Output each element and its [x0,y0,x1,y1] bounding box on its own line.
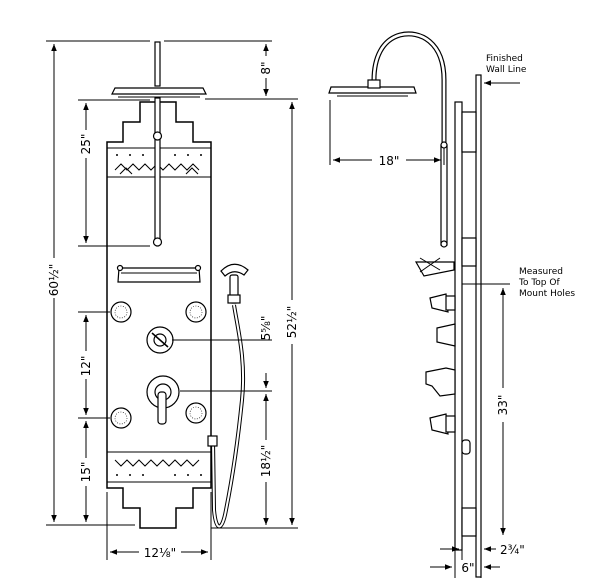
note-mount-holes-1: Measured [519,267,563,277]
body-jet-lower-left [110,407,132,429]
showerhead [111,87,207,95]
shower-riser-pipe [154,41,161,87]
note-mount-holes-3: Mount Holes [519,289,575,299]
hand-shower-hose [211,304,246,529]
diverter-knob [146,326,174,354]
hand-shower [220,263,249,304]
side-shelf [414,257,455,277]
dim-arm-length: 25" [79,134,93,155]
dim-panel-height: 52½" [285,306,299,338]
wall-line [475,74,482,578]
body-jet-lower-right [185,402,207,424]
dim-mount-height: 33" [496,395,510,416]
front-view: 60½" 8" 25" 5⅝" 12" 52½" 18½" 15" 12⅛" [46,40,300,560]
decor-zigzag-bottom [114,459,200,467]
dim-jet-spacing: 12" [79,356,93,377]
dim-showerhead-drop: 8" [259,61,273,74]
valve-handle [146,375,180,425]
dim-showerhead-reach: 18" [379,154,400,168]
note-wall-line-1: Finished [486,54,523,64]
side-view: 18" 33" 6" 2¾" Finished Wall Line Measur… [328,31,575,578]
side-jets [425,293,456,435]
shower-arm [154,97,161,242]
body-jet-upper-left [110,301,132,323]
note-mount-holes-2: To Top Of [518,278,560,288]
soap-shelf [117,267,201,283]
body-jet-upper-right [185,301,207,323]
note-wall-line-2: Wall Line [486,65,527,75]
dim-panel-depth: 6" [461,561,474,575]
side-showerhead [328,86,417,94]
dim-panel-width: 12⅛" [144,546,176,560]
front-panel-outline [106,101,212,529]
dim-wall-offset: 2¾" [500,543,525,557]
dim-diverter-offset: 5⅝" [259,316,273,341]
side-panel [454,101,463,551]
dim-valve-to-bottom: 18½" [259,445,273,477]
dim-overall-height: 60½" [47,264,61,296]
dim-lower-jets: 15" [79,462,93,483]
